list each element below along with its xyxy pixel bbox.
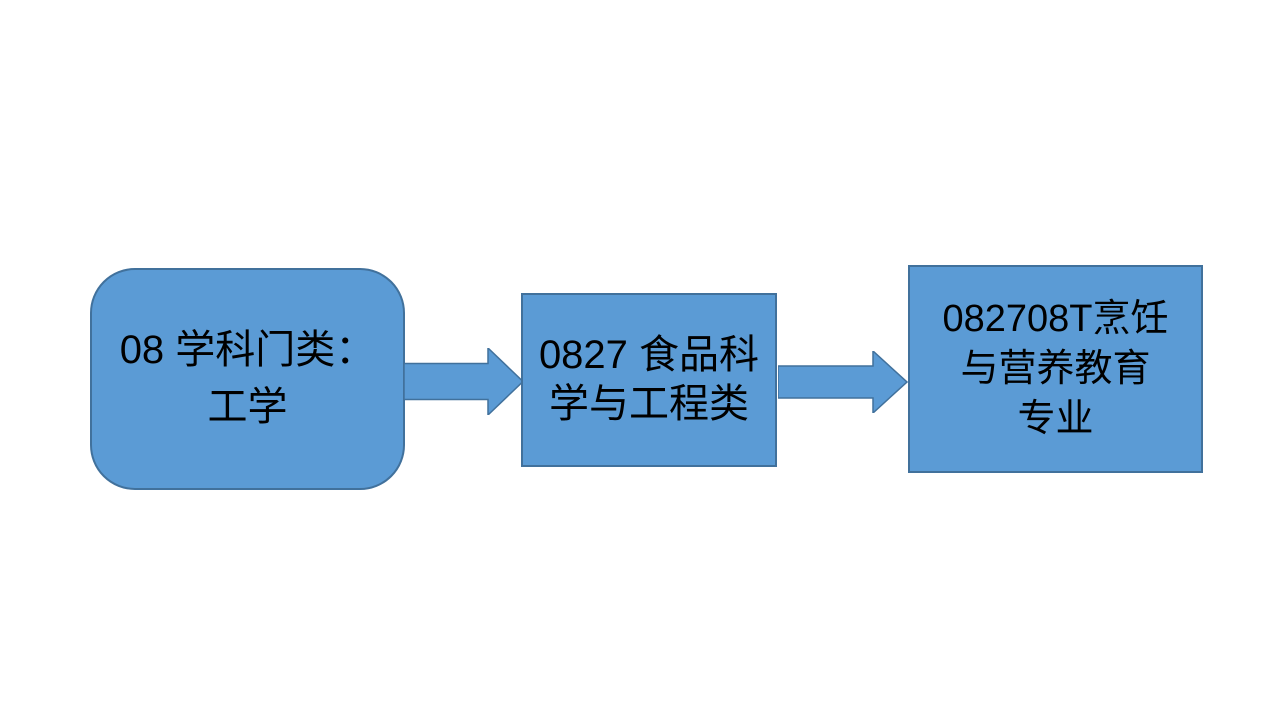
right-arrow-connector-2: [778, 351, 908, 413]
right-arrow-connector-1: [404, 348, 524, 415]
node-text-line: 0827 食品科: [538, 333, 760, 378]
flowchart-node-major: 082708T烹饪 与营养教育 专业: [908, 265, 1203, 473]
flowchart-node-discipline-class: 0827 食品科 学与工程类: [521, 293, 777, 467]
node-text-line: 08 学科门类：: [119, 328, 376, 373]
node-text-line: 082708T烹饪: [942, 297, 1169, 340]
flowchart-node-discipline-category: 08 学科门类： 工学: [90, 268, 405, 490]
block-arrow-right-icon: [404, 348, 524, 415]
node-text-line: 专业: [1017, 398, 1094, 441]
node-text-line: 与营养教育: [960, 347, 1151, 390]
block-arrow-right-icon: [778, 351, 908, 413]
node-text-line: 学与工程类: [549, 382, 749, 426]
node-text-line: 工学: [207, 385, 288, 429]
